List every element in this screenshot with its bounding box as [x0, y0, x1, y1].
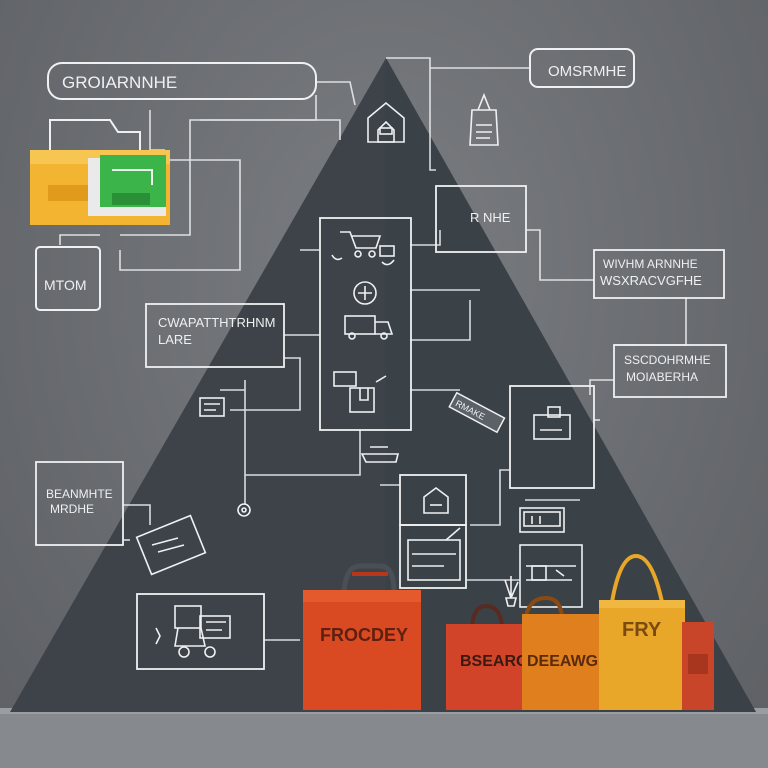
coin-icon [353, 281, 377, 305]
bag-deeawg: DEEAWG [522, 595, 604, 710]
label-mid-left-small: MTOM [44, 277, 87, 293]
label-left-low-1: BEANMHTE [46, 487, 113, 501]
pyramid-shade [386, 58, 756, 712]
calculator-icon [407, 527, 461, 581]
box-top-right [529, 48, 635, 88]
label-mid-right: R NHE [470, 210, 511, 225]
bag-froc-label: FROCDEY [320, 625, 408, 645]
label-top-left: GROIARNNHE [62, 73, 177, 92]
box-right-tall [509, 385, 595, 489]
line-icons [135, 92, 576, 658]
store-icon [423, 487, 449, 514]
label-right-3-1: SSCDOHRMHE [624, 353, 711, 367]
box-mid-right [435, 185, 527, 253]
delivery-truck-icon [344, 315, 394, 340]
label-top-right: OMSRMHE [548, 63, 626, 80]
label-left-wide-1: CWAPATTHTRHNM [158, 315, 275, 330]
box-right-panel [519, 544, 583, 608]
shopping-bags: FROCDEY BSEARG DEEAWG FRY [303, 553, 714, 710]
bag-deeawg-label: DEEAWG [527, 653, 598, 670]
printer-icon [533, 406, 571, 440]
box-right-small [519, 507, 565, 533]
bag-far-right [682, 622, 714, 710]
shopping-tag-icon [469, 92, 499, 146]
cart-icon [340, 231, 382, 258]
label-right-long-2: WSXRACVGFHE [600, 273, 702, 288]
plant-icon [504, 576, 519, 607]
box-center-column [319, 217, 412, 431]
box-mid-left-small [35, 246, 101, 311]
connector-lines [59, 57, 687, 641]
bag-bsearg-label: BSEARG [460, 653, 528, 670]
chart-panel-icon [526, 565, 576, 581]
gear-icon [237, 503, 251, 517]
label-left-low-2: MRDHE [50, 502, 94, 516]
label-right-long-1: WIVHM ARNNHE [603, 257, 698, 271]
basket-icon [331, 245, 395, 266]
label-boxes [35, 48, 727, 670]
clipboard-icon [135, 514, 207, 576]
scanner-icon [360, 446, 400, 463]
box-left-low [35, 461, 124, 546]
box-top-left [47, 62, 317, 100]
box-center-low-2 [399, 524, 467, 589]
floor [0, 712, 768, 768]
folder-illustration [30, 119, 170, 225]
bag-fry: FRY [599, 553, 685, 710]
box-right-3 [613, 344, 727, 398]
house-icon [367, 101, 405, 143]
box-right-long [593, 249, 725, 299]
label-left-wide-2: LARE [158, 332, 192, 347]
bag-fry-label: FRY [622, 619, 662, 641]
box-stack-icon [333, 371, 387, 413]
label-right-3-2: MOIABERHA [626, 370, 698, 384]
receipt-icon [523, 511, 561, 527]
box-bottom-left [136, 593, 265, 670]
register-icon [199, 397, 225, 417]
machine-icon [155, 605, 231, 658]
bag-froc: FROCDEY [303, 563, 421, 710]
box-left-wide [145, 303, 285, 368]
